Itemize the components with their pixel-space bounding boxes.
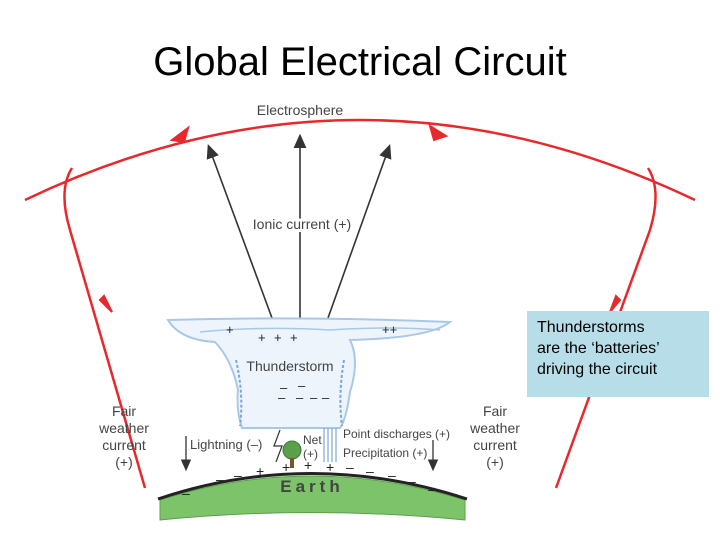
arc-arrow-left	[169, 125, 190, 144]
fair-weather-right: Fair weather current (+)	[469, 403, 520, 470]
svg-text:–: –	[278, 390, 286, 405]
net-label-line-1: Net	[303, 433, 322, 447]
lightning-label: Lightning (–)	[190, 437, 262, 452]
ionic-arrow-right	[327, 143, 392, 319]
svg-text:+: +	[258, 330, 266, 345]
svg-text:–: –	[182, 485, 190, 501]
svg-text:+: +	[326, 459, 334, 475]
ionic-arrow-left	[206, 143, 273, 319]
svg-text:–: –	[296, 390, 304, 405]
earth-surface	[159, 475, 466, 521]
arc-arrow-right	[428, 123, 449, 142]
svg-text:+: +	[274, 330, 282, 345]
svg-text:–: –	[346, 459, 354, 475]
precipitation-label: Precipitation (+)	[343, 446, 427, 460]
svg-text:+: +	[304, 457, 312, 473]
svg-text:++: ++	[382, 322, 397, 337]
cloud-charges: +++ +++ ––– –––	[226, 322, 397, 405]
svg-text:–: –	[310, 390, 318, 405]
svg-text:+: +	[256, 463, 264, 479]
point-discharges-label: Point discharges (+)	[343, 427, 450, 441]
svg-text:–: –	[366, 463, 374, 479]
earth-label: Earth	[280, 477, 343, 496]
svg-text:–: –	[280, 380, 288, 395]
svg-text:–: –	[234, 467, 242, 483]
electrosphere-label: Electrosphere	[257, 102, 344, 118]
right-down-arrow	[609, 294, 622, 313]
fair-right-line-4: (+)	[486, 454, 504, 470]
fair-right-line-3: current	[473, 437, 517, 453]
thunderstorm-cloud	[166, 317, 453, 429]
right-return-path	[554, 167, 657, 489]
fair-weather-left: Fair weather current (+)	[98, 403, 149, 470]
fair-left-line-3: current	[102, 437, 146, 453]
callout-line-2: are the ‘batteries’	[537, 340, 660, 357]
thunderstorm-label: Thunderstorm	[246, 358, 333, 374]
left-down-arrow	[98, 294, 113, 313]
fair-left-line-1: Fair	[112, 403, 136, 419]
callout-line-3: driving the circuit	[537, 361, 658, 378]
earth-charges: ––– –++ ++– ––– –	[182, 457, 436, 501]
svg-text:+: +	[226, 322, 234, 337]
svg-text:+: +	[290, 330, 298, 345]
lightning-bolt	[273, 429, 283, 463]
svg-text:–: –	[198, 477, 206, 493]
ionic-current-label: Ionic current (+)	[253, 216, 351, 232]
left-return-path	[63, 167, 147, 489]
svg-text:–: –	[388, 467, 396, 483]
svg-text:–: –	[322, 390, 330, 405]
fair-left-line-2: weather	[98, 420, 149, 436]
svg-text:–: –	[408, 473, 416, 489]
svg-text:–: –	[216, 471, 224, 487]
svg-text:+: +	[282, 459, 290, 475]
svg-text:–: –	[428, 481, 436, 497]
fair-left-line-4: (+)	[115, 454, 133, 470]
net-label-line-2: (+)	[303, 447, 318, 461]
precipitation-lines	[323, 428, 337, 462]
callout-line-1: Thunderstorms	[537, 319, 645, 336]
electrosphere-arc	[24, 118, 696, 202]
tree-icon	[282, 440, 302, 460]
svg-text:–: –	[298, 378, 306, 393]
batteries-callout: Thunderstorms are the ‘batteries’ drivin…	[527, 311, 709, 397]
slide-title: Global Electrical Circuit	[153, 40, 567, 84]
fair-right-line-1: Fair	[483, 403, 507, 419]
fair-right-line-2: weather	[469, 420, 520, 436]
